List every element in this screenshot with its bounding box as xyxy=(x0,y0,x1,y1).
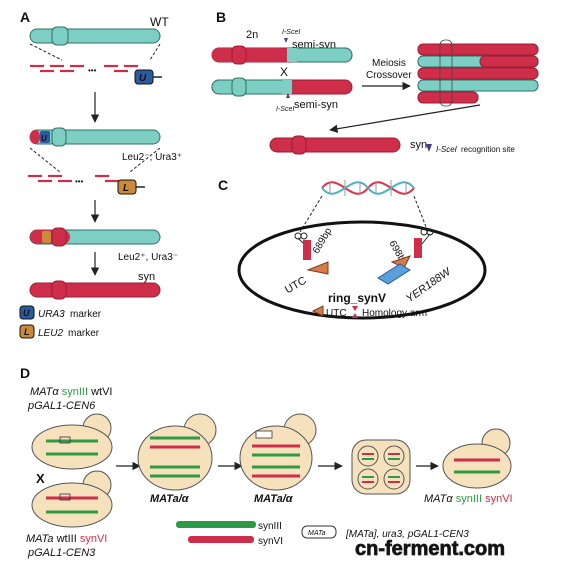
legend-d: synIII synVI MATa [MATa], ura3, pGAL1-CE… xyxy=(176,521,469,547)
bottom-strain-line2: pGAL1-CEN3 xyxy=(27,547,96,559)
syn-chromosome-b xyxy=(269,135,401,155)
mat-a-alpha-1: MATa/α xyxy=(150,493,190,505)
legend-leu2-text: LEU2 xyxy=(38,328,63,339)
meiosis-label: Meiosis xyxy=(372,58,406,69)
step2-chromosome: U xyxy=(29,127,161,147)
legend-ura3-text: URA3 xyxy=(38,309,65,320)
homology-arm-left xyxy=(303,240,311,260)
panel-a-label: A xyxy=(20,9,30,25)
wt-chromosome xyxy=(29,26,161,46)
utc-label: UTC xyxy=(283,275,309,297)
leu2-marker-icon: L xyxy=(117,179,137,195)
legend-ura3: U URA3 marker xyxy=(19,305,102,320)
bottom-strain-line1: MATa wtIII synVI xyxy=(26,533,107,545)
scissors-right-icon xyxy=(420,228,434,245)
syn-label-a: syn xyxy=(138,271,155,283)
svg-text:U: U xyxy=(23,308,30,318)
panel-c-label: C xyxy=(218,177,228,193)
panel-c: C 689bp 698bp xyxy=(218,177,487,320)
panel-b: B 2n I-SceI semi-syn X I-SceI semi-syn M… xyxy=(211,9,539,155)
b-chromosome-bottom xyxy=(211,77,353,97)
utc-arrow-left xyxy=(306,261,329,275)
ura3-marker-icon: U xyxy=(134,69,154,85)
panel-a: A WT ••• U U xyxy=(19,9,182,339)
cell-bottom xyxy=(31,470,113,528)
svg-text:synVI: synVI xyxy=(258,536,283,547)
svg-text:I-SceI: I-SceI xyxy=(436,145,458,154)
svg-text:Homology arm: Homology arm xyxy=(362,308,427,319)
ring-plasmid xyxy=(237,220,487,320)
panel-d: D MATα synIII wtVI pGAL1-CEN6 X MATa wtI… xyxy=(20,365,513,559)
yer-label: YER188W xyxy=(404,265,454,305)
final-strain-label: MATα synIII synVI xyxy=(424,493,513,505)
syn-chromosome-a xyxy=(29,280,161,300)
svg-text:recognition site: recognition site xyxy=(461,145,515,154)
yer-arrow xyxy=(377,263,411,285)
cell-final xyxy=(442,428,512,489)
top-strain-line2: pGAL1-CEN6 xyxy=(27,400,96,412)
svg-text:UTC: UTC xyxy=(326,308,347,319)
svg-text:synIII: synIII xyxy=(258,521,282,532)
fragments-row-2 xyxy=(28,174,119,183)
svg-text:U: U xyxy=(41,134,47,143)
ring-label: ring_synV xyxy=(328,291,386,305)
ellipsis-1: ••• xyxy=(88,66,97,75)
panel-d-label: D xyxy=(20,365,30,381)
cross-x: X xyxy=(36,471,45,486)
step3-label: Leu2⁺, Ura3⁻ xyxy=(118,252,178,263)
svg-text:marker: marker xyxy=(68,328,100,339)
step2-label: Leu2⁻, Ura3⁺ xyxy=(122,152,182,163)
wt-label: WT xyxy=(150,15,169,29)
cell-diploid-2 xyxy=(239,413,317,491)
legend-leu2: L LEU2 marker xyxy=(19,324,100,339)
watermark: cn-ferment.com xyxy=(355,538,505,560)
legend-iscei: I-SceI recognition site xyxy=(426,144,515,154)
cell-diploid-1 xyxy=(137,413,217,491)
fragments-row-1 xyxy=(30,64,138,73)
svg-text:MATa: MATa xyxy=(308,530,326,537)
svg-text:U: U xyxy=(139,73,147,84)
svg-text:I-SceI: I-SceI xyxy=(276,106,294,113)
svg-text:marker: marker xyxy=(70,309,102,320)
cell-top xyxy=(31,413,113,470)
semi-syn-bottom: semi-syn xyxy=(294,99,338,111)
ploidy-label: 2n xyxy=(246,29,258,41)
dna-helix-icon xyxy=(321,180,415,196)
panel-b-label: B xyxy=(216,9,226,25)
step3-chromosome xyxy=(29,227,161,247)
svg-text:I-SceI: I-SceI xyxy=(282,29,300,36)
top-strain-line1: MATα synIII wtVI xyxy=(30,386,112,398)
b-chromosome-top xyxy=(211,45,353,65)
homology-arm-right xyxy=(414,238,422,258)
svg-text:[MATa], ura3, pGAL1-CEN3: [MATa], ura3, pGAL1-CEN3 xyxy=(345,529,469,540)
crossover-label: Crossover xyxy=(366,70,412,81)
syn-label-b: syn xyxy=(410,139,427,151)
ellipsis-2: ••• xyxy=(75,177,84,186)
mat-a-alpha-2: MATa/α xyxy=(254,493,294,505)
crossover-bundle xyxy=(417,39,539,107)
crossover-x: X xyxy=(280,65,288,79)
svg-text:L: L xyxy=(123,183,129,194)
legend-c: UTC Homology arm xyxy=(311,305,427,319)
tetrad xyxy=(351,439,411,495)
left-bp-label: 689bp xyxy=(311,226,335,256)
svg-text:L: L xyxy=(24,327,30,337)
